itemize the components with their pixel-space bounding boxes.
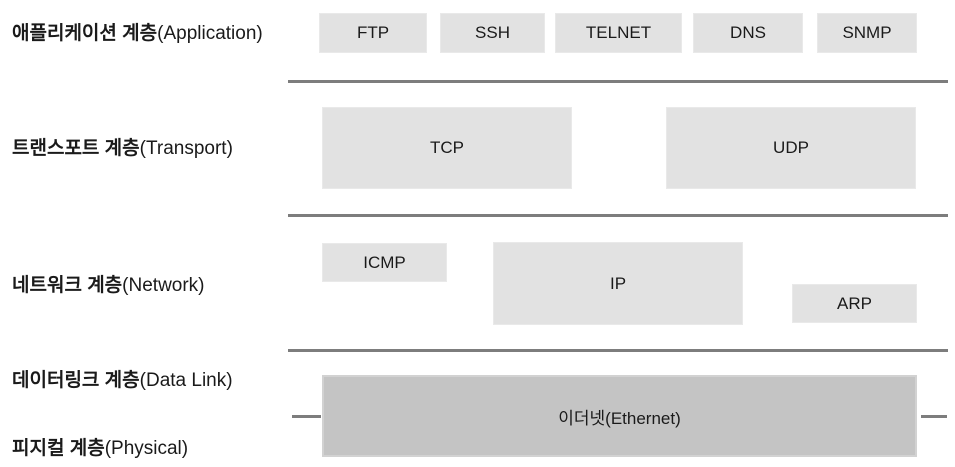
layer-label-transport-korean: 트랜스포트 계층 — [12, 138, 140, 159]
layer-label-network: 네트워크 계층(Network) — [12, 274, 205, 298]
protocol-box-dns: DNS — [693, 13, 803, 53]
layer-label-transport-english: (Transport) — [139, 138, 233, 159]
protocol-box-arp: ARP — [792, 284, 917, 323]
protocol-box-udp: UDP — [666, 107, 916, 189]
layer-label-transport: 트랜스포트 계층(Transport) — [12, 137, 233, 161]
layer-label-network-english: (Network) — [122, 275, 205, 296]
protocol-box-icmp: ICMP — [322, 243, 447, 282]
protocol-box-snmp: SNMP — [817, 13, 917, 53]
layer-label-physical: 피지컬 계층(Physical) — [12, 437, 188, 461]
divider-application-transport — [288, 80, 948, 83]
protocol-box-tcp: TCP — [322, 107, 572, 189]
protocol-box-telnet: TELNET — [555, 13, 682, 53]
protocol-box-ethernet: 이더넷(Ethernet) — [322, 375, 917, 457]
protocol-box-ip: IP — [493, 242, 743, 325]
protocol-box-ssh: SSH — [440, 13, 545, 53]
layer-label-application-english: (Application) — [157, 23, 263, 44]
layer-label-physical-english: (Physical) — [104, 438, 189, 459]
divider-network-datalink — [288, 349, 948, 352]
protocol-box-ftp: FTP — [319, 13, 427, 53]
layer-label-datalink-korean: 데이터링크 계층 — [12, 370, 140, 391]
layer-label-physical-korean: 피지컬 계층 — [12, 438, 105, 459]
divider-transport-network — [288, 214, 948, 217]
layer-label-datalink-english: (Data Link) — [139, 370, 233, 391]
ethernet-left-tick — [292, 415, 321, 418]
layer-label-network-korean: 네트워크 계층 — [12, 275, 123, 296]
layer-label-datalink: 데이터링크 계층(Data Link) — [12, 369, 233, 393]
layer-label-application: 애플리케이션 계층(Application) — [12, 22, 263, 46]
layer-label-application-korean: 애플리케이션 계층 — [12, 23, 158, 44]
ethernet-right-tick — [921, 415, 947, 418]
